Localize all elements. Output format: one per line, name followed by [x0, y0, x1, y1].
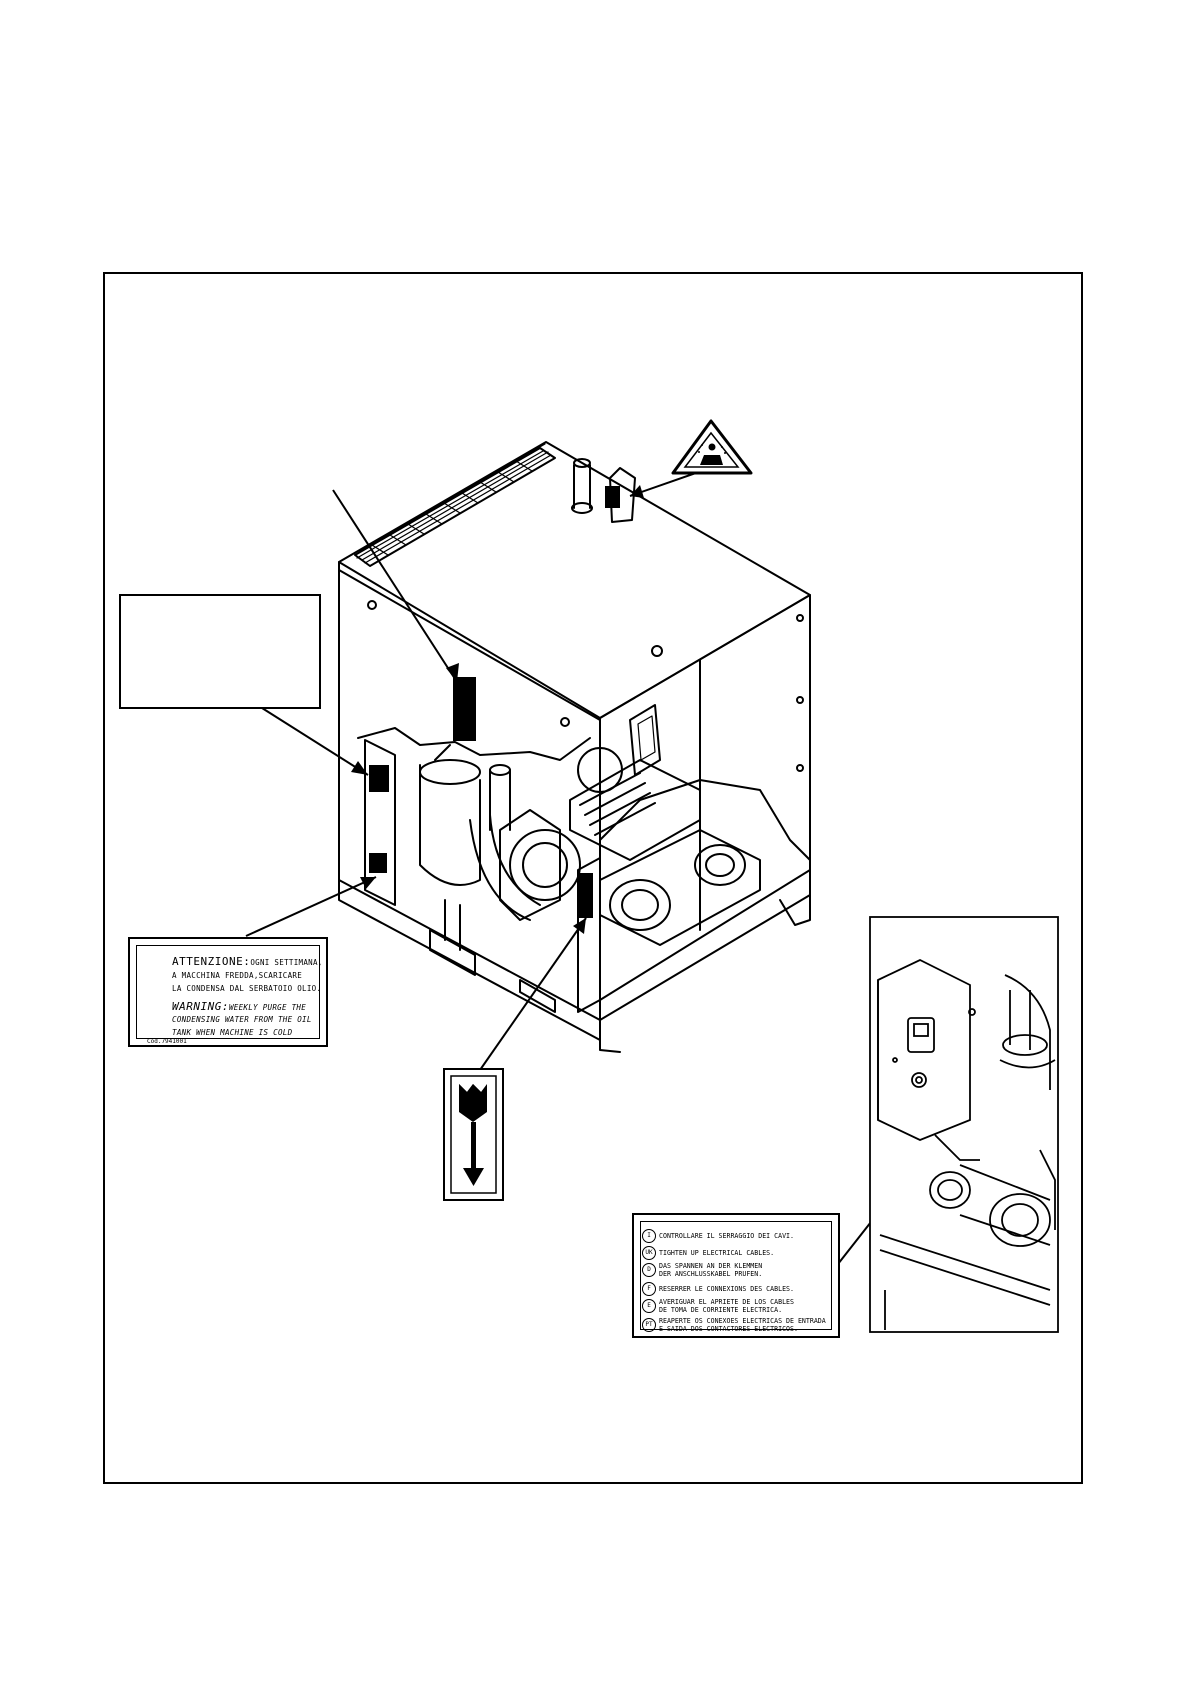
rotation-arrow-icon — [450, 1075, 497, 1194]
cable-label-border — [640, 1221, 832, 1330]
cable-label-text: CONTROLLARE IL SERRAGGIO DEI CAVI. — [659, 1232, 794, 1240]
language-code-badge: UK — [642, 1246, 656, 1260]
attenzione-text: OGNI SETTIMANA, — [250, 958, 323, 967]
cable-label-text: REAPERTE OS CONEXOES ELECTRICAS DE ENTRA… — [659, 1317, 826, 1333]
oil-label-line6: TANK WHEN MACHINE IS COLD — [172, 1028, 293, 1037]
cable-label-text: RESERRER LE CONNEXIONS DES CABLES. — [659, 1285, 794, 1293]
oil-purge-label: ATTENZIONE:OGNI SETTIMANA, A MACCHINA FR… — [128, 937, 328, 1047]
oil-purge-label-border — [136, 945, 320, 1039]
oil-label-code: Cod.7941001 — [147, 1038, 187, 1045]
detail-inset — [869, 916, 1059, 1333]
language-code-badge: I — [642, 1229, 656, 1243]
oil-label-line2: A MACCHINA FREDDA,SCARICARE — [172, 971, 303, 980]
language-code-badge: PT — [642, 1318, 656, 1332]
language-code-badge: E — [642, 1299, 656, 1313]
cable-label-text: DAS SPANNEN AN DER KLEMMEN DER ANSCHLUSS… — [659, 1262, 763, 1278]
language-code-badge: D — [642, 1263, 656, 1277]
cable-label-text: TIGHTEN UP ELECTRICAL CABLES. — [659, 1249, 775, 1257]
warning-heading: WARNING: — [172, 1000, 229, 1013]
warning-triangle-icon — [671, 419, 753, 475]
rotation-arrow-label — [443, 1068, 504, 1201]
blank-label-box — [119, 594, 321, 709]
oil-label-line5: CONDENSING WATER FROM THE OIL — [172, 1015, 312, 1024]
attenzione-heading: ATTENZIONE: — [172, 955, 251, 968]
warning-text: WEEKLY PURGE THE — [228, 1003, 307, 1012]
diagram-frame — [103, 272, 1083, 1484]
cable-label-text: AVERIGUAR EL APRIETE DE LOS CABLES DE TO… — [659, 1298, 794, 1314]
language-code-badge: F — [642, 1282, 656, 1296]
oil-label-line3: LA CONDENSA DAL SERBATOIO OLIO. — [172, 984, 322, 993]
